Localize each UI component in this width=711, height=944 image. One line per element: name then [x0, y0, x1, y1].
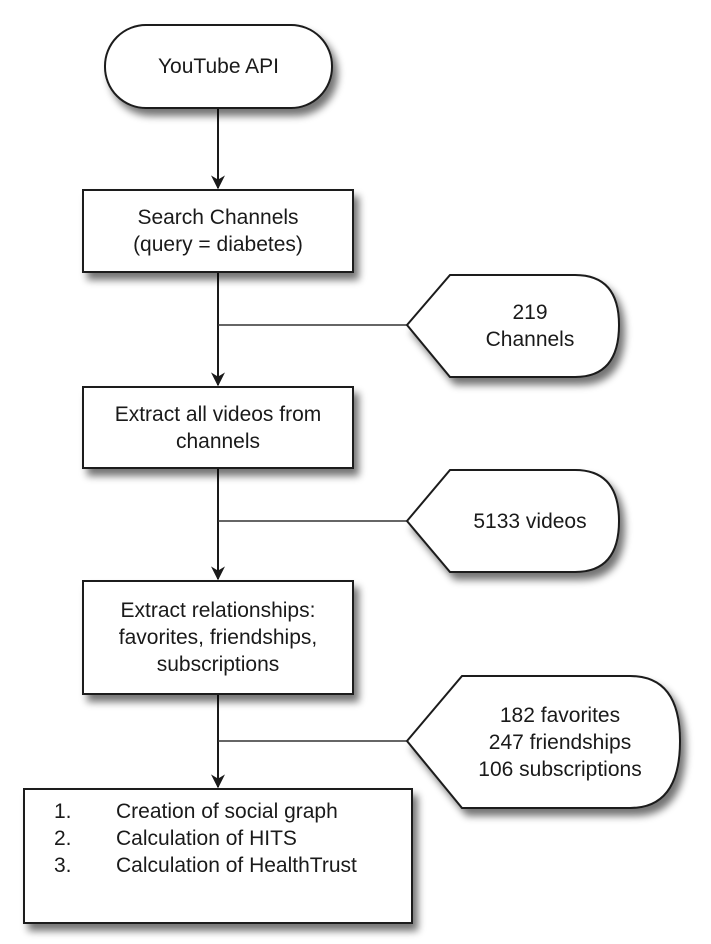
process-extract-videos-label: Extract all videos from channels [83, 387, 353, 468]
display-channels-output-label: 219 Channels [440, 275, 620, 377]
display-relationships-output-label: 182 favorites 247 friendships 106 subscr… [440, 676, 680, 808]
label-line: 219 [512, 301, 548, 324]
label-line: 106 subscriptions [478, 757, 642, 781]
label-line: channels [175, 429, 261, 453]
label-line: 247 friendships [488, 730, 632, 754]
label-line: Channels [485, 328, 575, 351]
list-text: Calculation of HITS [116, 827, 297, 850]
display-relationships-output [405, 675, 682, 809]
process-search-channels-label: Search Channels (query = diabetes) [83, 190, 353, 272]
process-search-channels [82, 189, 354, 273]
process-extract-videos [82, 386, 354, 469]
process-extract-relationships [82, 580, 354, 695]
label-line: (query = diabetes) [133, 233, 303, 256]
process-final-steps [23, 788, 413, 924]
list-number: 3. [54, 854, 72, 877]
label-line: 182 favorites [499, 703, 621, 727]
label-line: Extract all videos from [114, 402, 322, 426]
list-number: 2. [54, 827, 72, 850]
process-extract-relationships-label: Extract relationships: favorites, friend… [83, 581, 353, 694]
label-line: favorites, friendships, [118, 626, 318, 649]
terminal-youtube-api [104, 24, 333, 109]
display-videos-output [405, 469, 621, 573]
terminal-youtube-api-label: YouTube API [105, 25, 332, 108]
display-channels-output [405, 274, 621, 378]
label-line: Extract relationships: [120, 599, 316, 622]
label-line: Search Channels [137, 206, 299, 229]
label-line: subscriptions [156, 653, 280, 676]
list-item: 3. Calculation of HealthTrust [24, 852, 412, 879]
list-item: 2. Calculation of HITS [24, 825, 412, 852]
final-steps-list: 1. Creation of social graph 2. Calculati… [24, 798, 412, 879]
label-line: YouTube API [157, 55, 280, 78]
label-line: 5133 videos [473, 509, 587, 533]
list-item: 1. Creation of social graph [24, 798, 412, 825]
list-text: Creation of social graph [116, 800, 338, 823]
display-videos-output-label: 5133 videos [440, 470, 620, 572]
list-text: Calculation of HealthTrust [116, 854, 357, 877]
list-number: 1. [54, 800, 72, 823]
